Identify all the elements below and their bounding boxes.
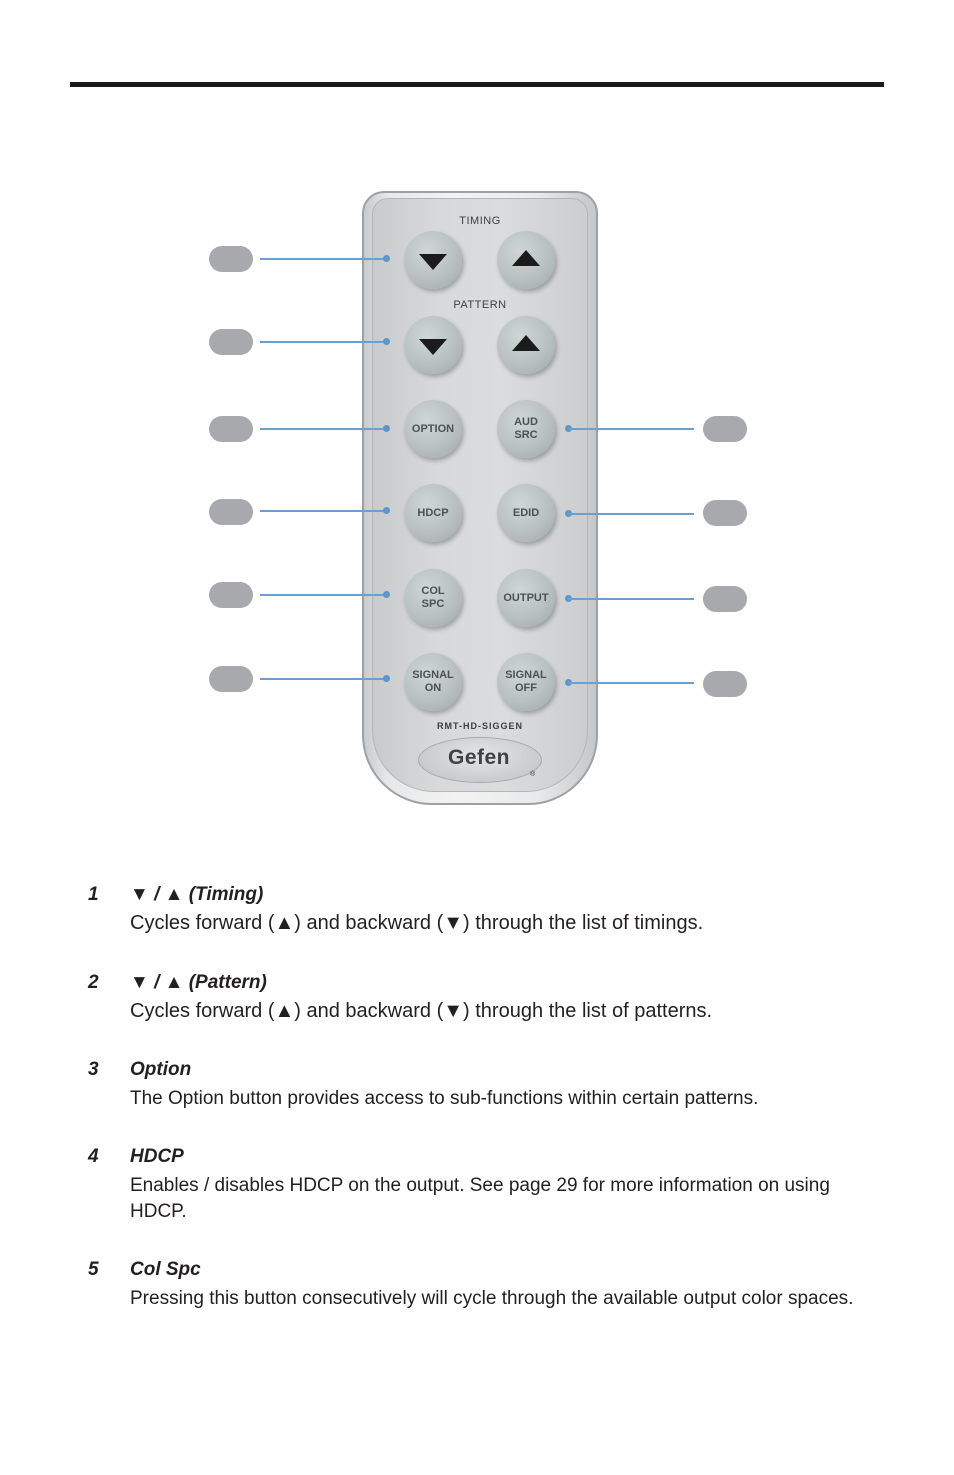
callout-aud-src — [703, 416, 747, 442]
item-text: Cycles forward (▲) and backward (▼) thro… — [130, 998, 870, 1024]
callout-dot — [383, 338, 390, 345]
callout-signal-on — [209, 666, 253, 692]
remote-diagram: TIMING PATTERN OPTION AUD SRC HDCP EDID … — [0, 0, 954, 830]
timing-down-button[interactable] — [404, 231, 462, 289]
callout-edid — [703, 500, 747, 526]
callout-timing — [209, 246, 253, 272]
callout-line — [260, 594, 386, 596]
callout-dot — [383, 591, 390, 598]
edid-button[interactable]: EDID — [497, 484, 555, 542]
brand-logo: Gefen — [418, 746, 540, 770]
item-number: 1 — [88, 884, 99, 906]
timing-label: TIMING — [420, 215, 540, 227]
item-title: ▼ / ▲ (Timing) — [130, 884, 263, 906]
callout-line — [260, 510, 386, 512]
item-text: Pressing this button consecutively will … — [130, 1286, 870, 1312]
down-arrow-icon — [419, 339, 447, 355]
down-arrow-icon — [419, 254, 447, 270]
item-title: Col Spc — [130, 1259, 201, 1281]
callout-signal-off — [703, 671, 747, 697]
signal-off-button[interactable]: SIGNAL OFF — [497, 653, 555, 711]
callout-line — [568, 682, 694, 684]
option-button[interactable]: OPTION — [404, 400, 462, 458]
callout-line — [260, 678, 386, 680]
item-text: Enables / disables HDCP on the output. S… — [130, 1173, 870, 1225]
output-button[interactable]: OUTPUT — [497, 569, 555, 627]
item-number: 4 — [88, 1146, 99, 1168]
model-number: RMT-HD-SIGGEN — [420, 721, 540, 731]
callout-line — [260, 341, 386, 343]
callout-line — [568, 513, 694, 515]
callout-option — [209, 416, 253, 442]
item-title: Option — [130, 1059, 191, 1081]
hdcp-button[interactable]: HDCP — [404, 484, 462, 542]
pattern-up-button[interactable] — [497, 316, 555, 374]
aud-src-button[interactable]: AUD SRC — [497, 400, 555, 458]
up-arrow-icon — [512, 250, 540, 266]
callout-dot — [383, 675, 390, 682]
callout-output — [703, 586, 747, 612]
item-title: HDCP — [130, 1146, 184, 1168]
callout-dot — [383, 255, 390, 262]
callout-hdcp — [209, 499, 253, 525]
pattern-label: PATTERN — [420, 299, 540, 311]
item-text: The Option button provides access to sub… — [130, 1086, 870, 1112]
callout-dot — [383, 507, 390, 514]
timing-up-button[interactable] — [497, 231, 555, 289]
remote-control-face — [372, 198, 588, 792]
item-title: ▼ / ▲ (Pattern) — [130, 972, 267, 994]
col-spc-button[interactable]: COL SPC — [404, 569, 462, 627]
callout-col-spc — [209, 582, 253, 608]
registered-mark: ® — [530, 771, 535, 778]
callout-pattern — [209, 329, 253, 355]
item-number: 5 — [88, 1259, 99, 1281]
callout-dot — [383, 425, 390, 432]
callout-line — [568, 428, 694, 430]
callout-line — [260, 428, 386, 430]
up-arrow-icon — [512, 335, 540, 351]
pattern-down-button[interactable] — [404, 316, 462, 374]
item-number: 3 — [88, 1059, 99, 1081]
callout-line — [260, 258, 386, 260]
item-text: Cycles forward (▲) and backward (▼) thro… — [130, 910, 870, 936]
callout-line — [568, 598, 694, 600]
signal-on-button[interactable]: SIGNAL ON — [404, 653, 462, 711]
item-number: 2 — [88, 972, 99, 994]
